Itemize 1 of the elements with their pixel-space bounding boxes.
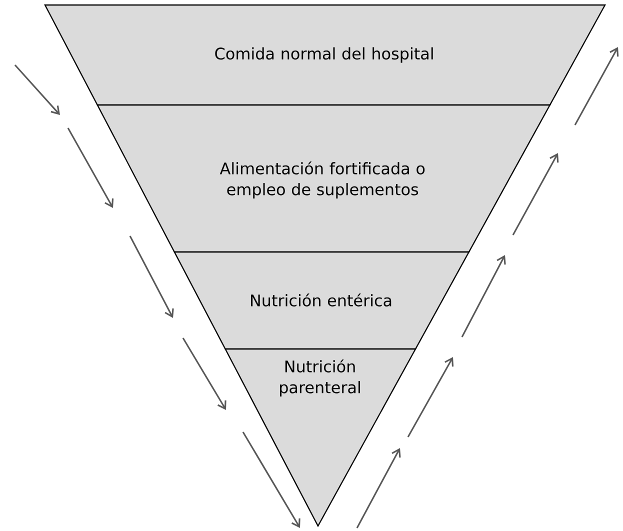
pyramid-band: Comida normal del hospital	[44, 4, 606, 106]
